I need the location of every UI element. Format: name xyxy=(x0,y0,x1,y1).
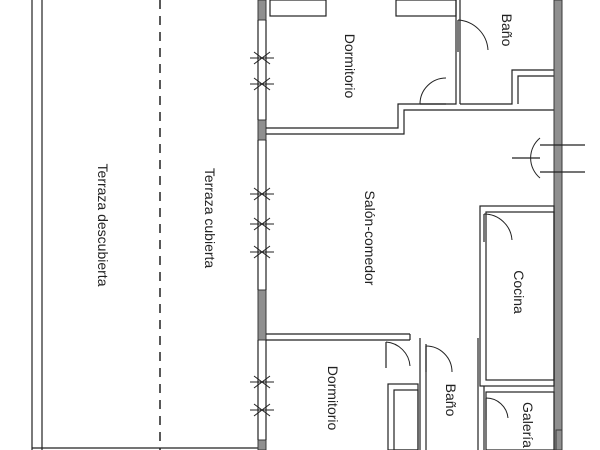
doors xyxy=(385,19,541,420)
facade-wall xyxy=(257,0,267,450)
interior-walls xyxy=(266,0,585,450)
label-salon-comedor: Salón-comedor xyxy=(362,191,378,286)
label-bano-top: Baño xyxy=(499,14,515,47)
terrace-outline xyxy=(31,0,262,450)
label-galeria: Galería xyxy=(520,402,536,448)
label-bano-bottom: Baño xyxy=(443,384,459,417)
label-dormitorio-top: Dormitorio xyxy=(342,34,358,99)
label-dormitorio-bottom: Dormitorio xyxy=(325,366,341,431)
label-terraza-descubierta: Terraza descubierta xyxy=(95,164,111,287)
label-terraza-cubierta: Terraza cubierta xyxy=(202,168,218,269)
facade-windows xyxy=(250,51,274,417)
label-cocina: Cocina xyxy=(511,270,527,314)
